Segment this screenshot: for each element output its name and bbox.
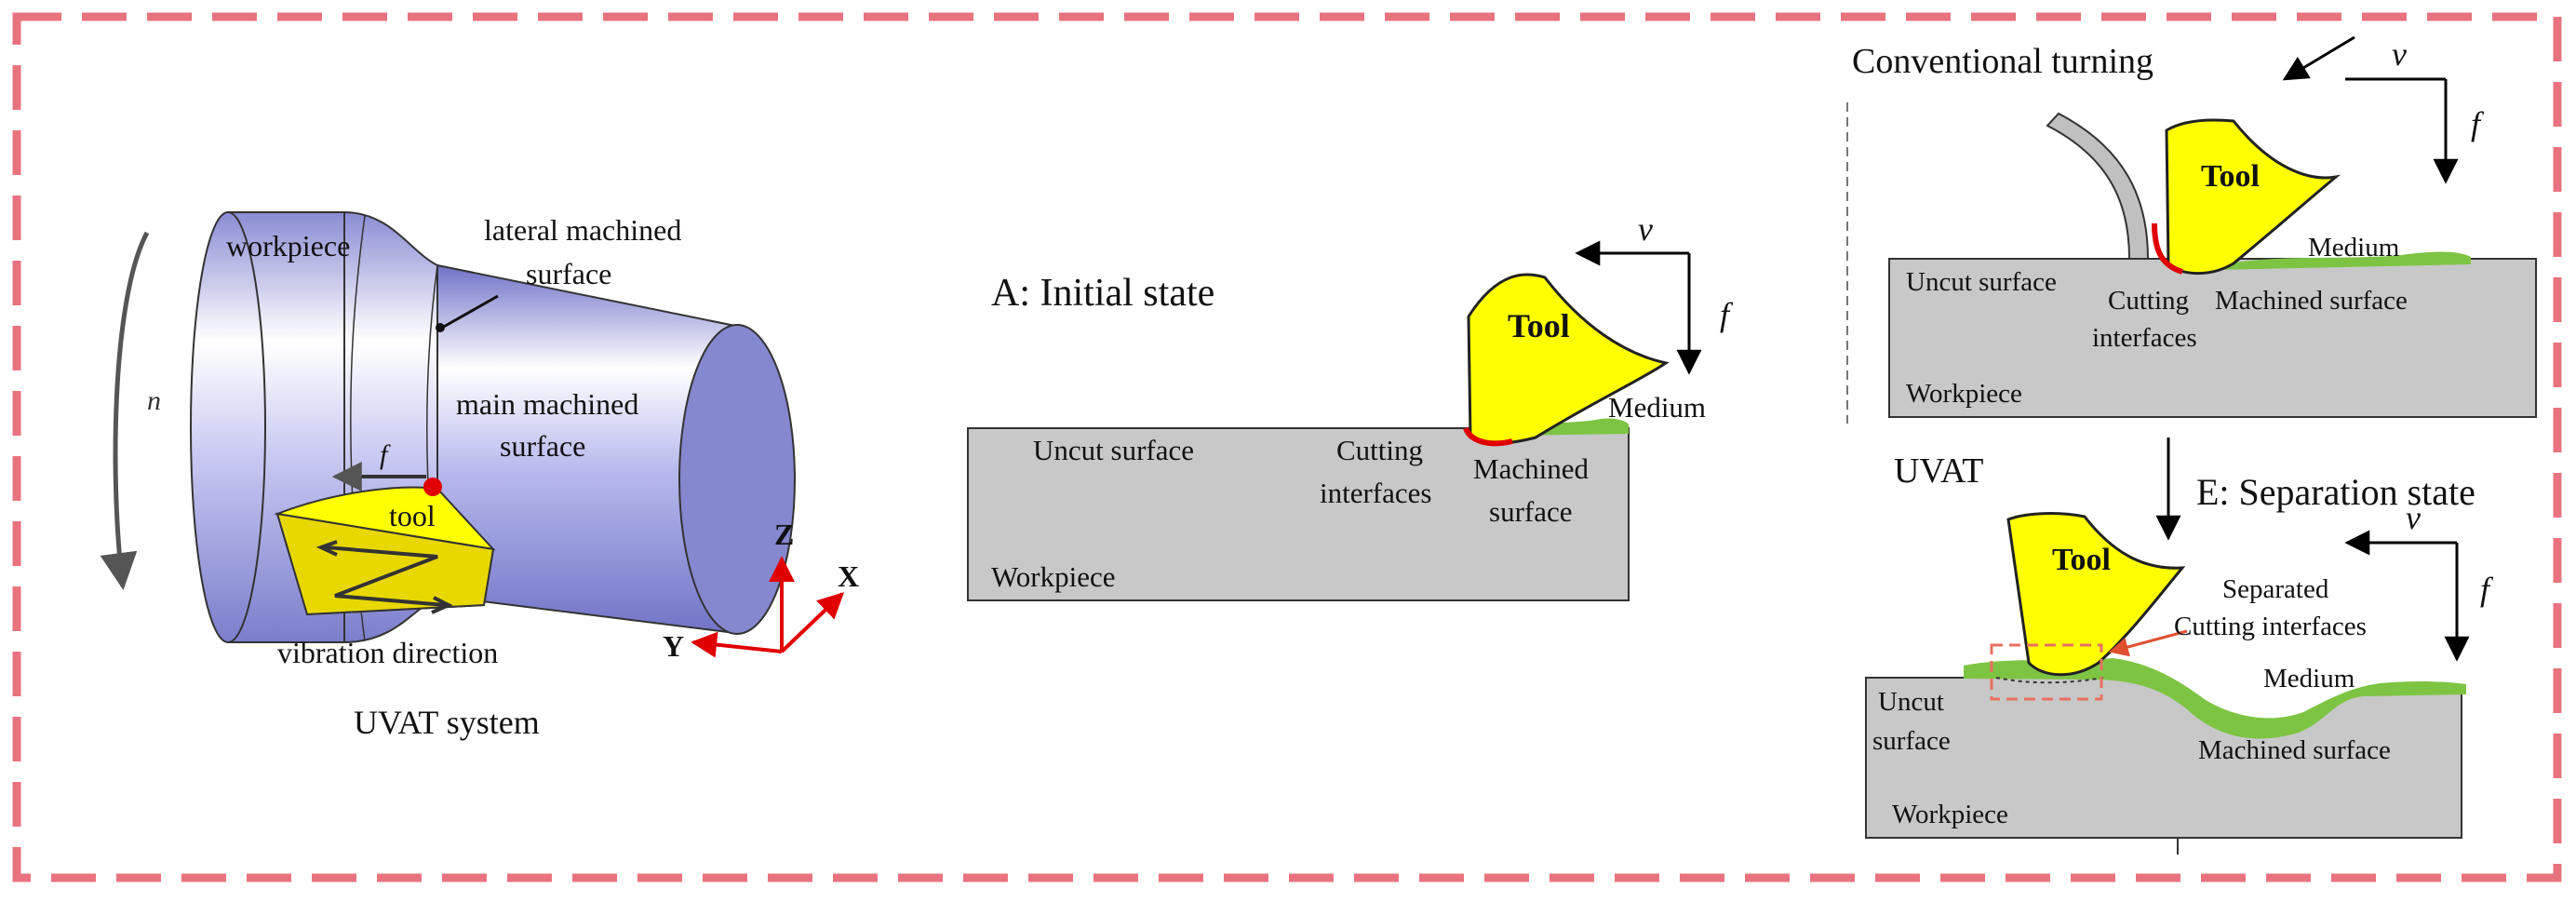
separation-title: E: Separation state [2196, 471, 2475, 513]
workpiece-left-end [190, 211, 266, 643]
initial-velocity-label: v [1638, 210, 1653, 248]
conv-chip [2046, 112, 2150, 260]
initial-interface [1463, 426, 1513, 447]
initial-machined-label-1: Machined [1473, 452, 1589, 485]
sep-feed-label: f [2480, 571, 2494, 608]
rotation-label: n [147, 385, 161, 416]
sep-medium [1964, 658, 2466, 739]
conv-medium-label: Medium [2308, 233, 2400, 263]
conv-uncut-label: Uncut surface [1906, 267, 2057, 297]
panel-uvat-system: n workpiece lateral machined surface mai… [100, 210, 859, 741]
conv-tool [2165, 118, 2341, 276]
lateral-surface-label-1: lateral machined [484, 213, 681, 247]
initial-medium-label: Medium [1608, 391, 1706, 424]
vibration-label: vibration direction [277, 636, 498, 669]
workpiece-label: workpiece [226, 229, 350, 263]
vibration-arrow [325, 545, 446, 607]
conv-feed-label: f [2471, 105, 2485, 142]
conv-interface [2152, 222, 2184, 275]
sep-tool [2006, 512, 2186, 677]
tool-block-front [275, 512, 495, 616]
conv-tool-label: Tool [2201, 159, 2260, 194]
dashed-frame [12, 12, 2562, 882]
sep-uncut-label-1: Uncut [1878, 687, 1944, 717]
conv-machined-label: Machined surface [2215, 286, 2408, 316]
axis-y [691, 631, 783, 658]
uvat-label: UVAT [1894, 451, 1983, 491]
sep-velocity-label: v [2406, 499, 2421, 536]
sep-uncut-label-2: surface [1872, 726, 1951, 756]
sep-workpiece-label: Workpiece [1892, 800, 2008, 829]
conv-cutting-label-2: interfaces [2092, 323, 2197, 353]
initial-workpiece [967, 427, 1630, 601]
main-surface-label-1: main machined [456, 387, 638, 421]
initial-machined-label-2: surface [1489, 495, 1573, 528]
tool-tip-dot [423, 478, 442, 496]
conv-velocity-arrow [2282, 35, 2355, 81]
initial-feed-label: f [1720, 296, 1734, 333]
initial-state-title: A: Initial state [991, 272, 1214, 315]
initial-workpiece-label: Workpiece [991, 560, 1116, 593]
conventional-title: Conventional turning [1852, 42, 2153, 81]
conv-cutting-label-1: Cutting [2108, 286, 2189, 316]
uvat-system-caption: UVAT system [354, 704, 540, 741]
sep-gap [1995, 677, 2104, 684]
initial-tool [1467, 273, 1670, 445]
rotation-arrow [100, 231, 150, 590]
panel-separation-state: UVAT E: Separation state v f Tool Separa… [1865, 438, 2494, 855]
sep-machined-label: Machined surface [2198, 735, 2391, 765]
separated-leader [2108, 629, 2188, 657]
conv-velocity-label: v [2392, 35, 2407, 73]
initial-tool-label: Tool [1508, 307, 1570, 344]
lateral-surface-label-2: surface [526, 257, 611, 290]
axis-x [780, 592, 845, 653]
sep-tool-label: Tool [2052, 543, 2111, 577]
initial-cutting-label-2: interfaces [1320, 477, 1431, 509]
sep-medium-label: Medium [2263, 664, 2355, 693]
separation-highlight-box [1990, 643, 2103, 701]
separated-label-1: Separated [2222, 574, 2329, 604]
lateral-leader [441, 294, 499, 330]
axis-z-label: Z [774, 518, 794, 551]
main-surface-label-2: surface [500, 429, 585, 463]
tool-label: tool [389, 499, 436, 532]
panel-conventional-turning: Conventional turning v f Tool Medium Unc… [1846, 35, 2537, 424]
machined-end-face [678, 324, 796, 635]
separated-label-2: Cutting interfaces [2174, 612, 2367, 641]
axis-y-label: Y [663, 629, 684, 663]
axis-x-label: X [838, 559, 859, 593]
initial-cutting-label-1: Cutting [1336, 434, 1423, 466]
conv-medium [2215, 251, 2471, 270]
conv-workpiece-label: Workpiece [1906, 379, 2022, 409]
panel-initial-state: A: Initial state Tool v f Medium Uncut s… [967, 210, 1734, 601]
initial-uncut-label: Uncut surface [1033, 434, 1194, 466]
